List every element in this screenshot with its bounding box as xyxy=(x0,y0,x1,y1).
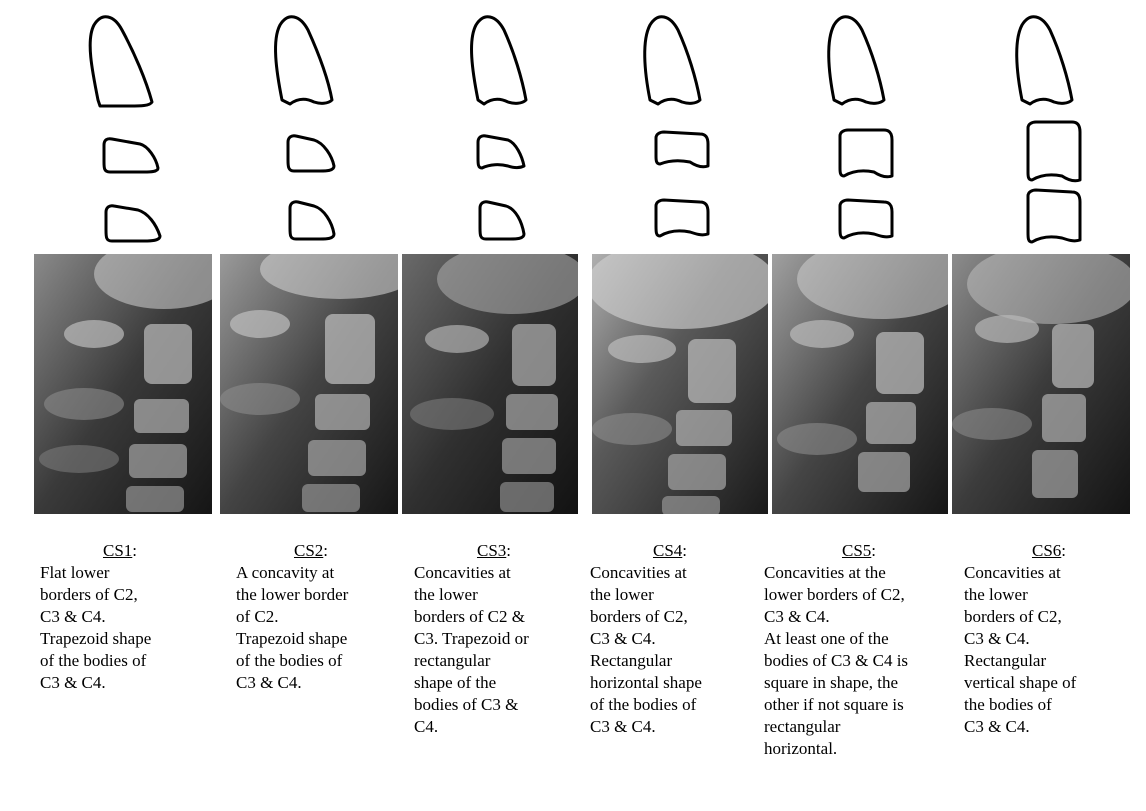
stage-label-colon: : xyxy=(132,541,138,560)
caption-cs2: CS2: A concavity at the lower border of … xyxy=(236,540,386,694)
stage-label: CS3 xyxy=(476,541,507,560)
xray-image-cs5 xyxy=(772,254,948,514)
stage-label-colon: : xyxy=(1061,541,1067,560)
c4-outline xyxy=(654,198,710,238)
stage-column-cs3: CS3: Concavities at the lower borders of… xyxy=(380,0,578,811)
caption-cs5: CS5: Concavities at the lower borders of… xyxy=(764,540,954,760)
stage-label-colon: : xyxy=(871,541,877,560)
stage-column-cs6: CS6: Concavities at the lower borders of… xyxy=(950,0,1146,811)
stage-description: Concavities at the lower borders of C2, … xyxy=(964,563,1077,736)
stage-description: Concavities at the lower borders of C2, … xyxy=(764,563,909,758)
c3-outline xyxy=(1026,120,1082,183)
vertebra-outlines-cs6 xyxy=(1015,15,1082,244)
c3-outline xyxy=(476,134,526,170)
vertebra-outlines-cs4 xyxy=(643,15,710,238)
stage-column-cs5: CS5: Concavities at the lower borders of… xyxy=(760,0,950,811)
stage-label: CS4 xyxy=(652,541,683,560)
c2-outline xyxy=(88,15,154,108)
xray-image-cs4 xyxy=(592,254,768,514)
c3-outline xyxy=(654,130,710,169)
vertebra-outlines-cs3 xyxy=(470,15,528,241)
c4-outline xyxy=(838,198,894,240)
c4-outline xyxy=(104,204,162,243)
stage-label: CS5 xyxy=(841,541,872,560)
caption-cs6: CS6: Concavities at the lower borders of… xyxy=(964,540,1134,738)
xray-image-cs2 xyxy=(220,254,398,514)
stage-description: Flat lower borders of C2, C3 & C4. Trape… xyxy=(40,563,152,692)
c2-outline xyxy=(1015,15,1074,106)
caption-cs1: CS1: Flat lower borders of C2, C3 & C4. … xyxy=(40,540,200,694)
stage-column-cs1: CS1: Flat lower borders of C2, C3 & C4. … xyxy=(0,0,212,811)
xray-image-cs6 xyxy=(952,254,1130,514)
c2-outline xyxy=(470,15,528,106)
stage-column-cs4: CS4: Concavities at the lower borders of… xyxy=(570,0,768,811)
c2-outline xyxy=(274,15,334,106)
stage-column-cs2: CS2: A concavity at the lower border of … xyxy=(190,0,398,811)
stage-heading: CS1: xyxy=(40,540,200,562)
stage-description: Concavities at the lower borders of C2 &… xyxy=(414,563,529,736)
stage-heading: CS2: xyxy=(236,540,386,562)
c3-outline xyxy=(286,134,336,173)
c2-outline xyxy=(643,15,702,106)
stage-heading: CS6: xyxy=(964,540,1134,562)
stage-description: Concavities at the lower borders of C2, … xyxy=(590,563,702,736)
vertebra-outlines-cs1 xyxy=(88,15,162,243)
caption-cs3: CS3: Concavities at the lower borders of… xyxy=(414,540,574,738)
c3-outline xyxy=(102,137,160,174)
xray-image-cs3 xyxy=(402,254,578,514)
caption-cs4: CS4: Concavities at the lower borders of… xyxy=(590,540,750,738)
stage-description: A concavity at the lower border of C2. T… xyxy=(236,563,349,692)
stage-label-colon: : xyxy=(323,541,329,560)
stage-heading: CS5: xyxy=(764,540,954,562)
vertebra-outlines-cs2 xyxy=(274,15,336,241)
stage-label: CS1 xyxy=(102,541,133,560)
stage-heading: CS3: xyxy=(414,540,574,562)
stage-heading: CS4: xyxy=(590,540,750,562)
c3-outline xyxy=(838,128,894,179)
stage-label-colon: : xyxy=(506,541,512,560)
c2-outline xyxy=(827,15,886,106)
c4-outline xyxy=(288,200,336,241)
xray-image-cs1 xyxy=(34,254,212,514)
c4-outline xyxy=(1026,188,1082,244)
stage-label-colon: : xyxy=(682,541,688,560)
stage-label: CS6 xyxy=(1031,541,1062,560)
stage-label: CS2 xyxy=(293,541,324,560)
vertebra-outlines-cs5 xyxy=(827,15,894,240)
c4-outline xyxy=(478,200,526,241)
